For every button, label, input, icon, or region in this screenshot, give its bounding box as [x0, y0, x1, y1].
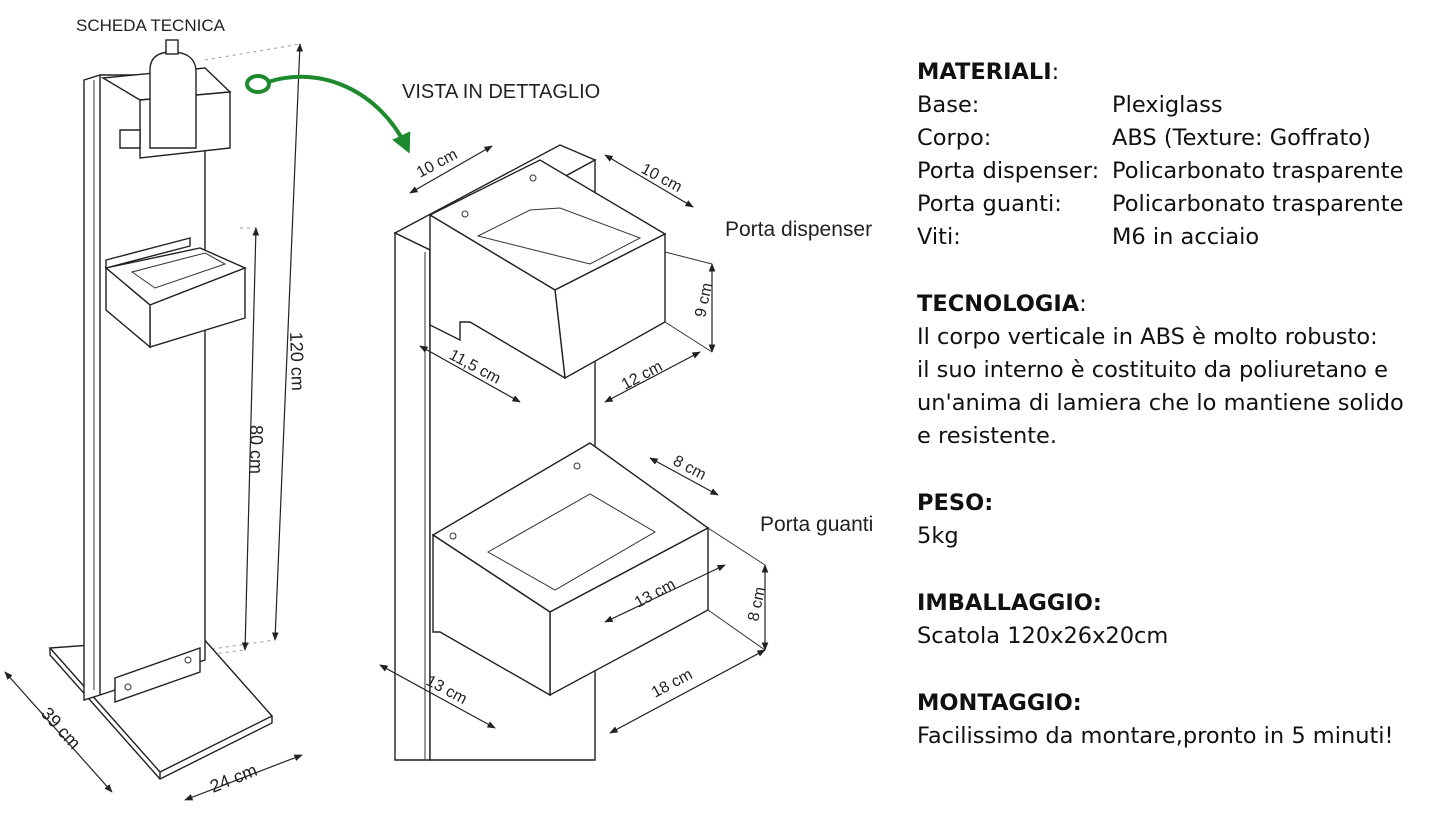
spec-value: Policarbonato trasparente — [1112, 191, 1404, 217]
heading-materiali: MATERIALI — [917, 59, 1052, 85]
peso-value: 5kg — [917, 523, 959, 549]
dim-disp-bottom-right: 12 cm — [619, 358, 665, 393]
heading-montaggio: MONTAGGIO: — [917, 690, 1082, 716]
dim-base-width: 24 cm — [207, 760, 260, 797]
section-peso: PESO: 5kg — [917, 487, 1417, 553]
spec-key: Base: — [917, 92, 980, 118]
heading-colon: : — [1051, 59, 1060, 85]
tecnologia-line: e resistente. — [917, 423, 1058, 449]
title-vista-dettaglio: VISTA IN DETTAGLIO — [402, 81, 600, 103]
spec-value: ABS (Texture: Goffrato) — [1112, 125, 1371, 151]
spec-key: Porta guanti: — [917, 191, 1062, 217]
heading-imballaggio: IMBALLAGGIO: — [917, 590, 1102, 616]
label-porta-dispenser: Porta dispenser — [725, 218, 872, 241]
heading-tecnologia: TECNOLOGIA — [917, 291, 1080, 317]
stand-overview: 120 cm 80 cm 39 cm 24 cm — [4, 39, 308, 801]
spec-key: Porta dispenser: — [917, 158, 1100, 184]
section-tecnologia: TECNOLOGIA: Il corpo verticale in ABS è … — [917, 288, 1417, 453]
dim-glove-bottom-right: 18 cm — [649, 666, 695, 701]
detail-callout-arrow — [245, 74, 411, 154]
dim-base-depth: 39 cm — [37, 703, 85, 753]
spec-value: Plexiglass — [1112, 92, 1223, 118]
spec-row: Porta guanti: Policarbonato trasparente — [917, 188, 1417, 221]
spec-row: Corpo: ABS (Texture: Goffrato) — [917, 122, 1417, 155]
spec-key: Viti: — [917, 224, 961, 250]
title-scheda-tecnica: SCHEDA TECNICA — [76, 16, 226, 35]
montaggio-value: Facilissimo da montare,pronto in 5 minut… — [917, 723, 1394, 749]
dim-glove-height: 80 cm — [246, 425, 266, 474]
specifications-panel: MATERIALI: Base: Plexiglass Corpo: ABS (Te… — [917, 56, 1417, 753]
tecnologia-line: Il corpo verticale in ABS è molto robust… — [917, 324, 1378, 350]
section-imballaggio: IMBALLAGGIO: Scatola 120x26x20cm — [917, 587, 1417, 653]
imballaggio-value: Scatola 120x26x20cm — [917, 623, 1169, 649]
heading-colon: : — [1079, 291, 1087, 317]
dim-disp-height: 9 cm — [692, 281, 716, 318]
spec-row: Viti: M6 in acciaio — [917, 221, 1417, 254]
spec-key: Corpo: — [917, 125, 992, 151]
dim-disp-top-right: 10 cm — [638, 161, 684, 196]
technical-drawing: SCHEDA TECNICA VISTA IN DETTAGLIO — [4, 16, 873, 801]
spec-value: Policarbonato trasparente — [1112, 158, 1404, 184]
tecnologia-line: un'anima di lamiera che lo mantiene soli… — [917, 390, 1404, 416]
spec-row: Base: Plexiglass — [917, 89, 1417, 122]
heading-peso: PESO: — [917, 490, 994, 516]
section-materiali: MATERIALI: Base: Plexiglass Corpo: ABS (Te… — [917, 56, 1417, 254]
detail-view: 10 cm 10 cm 9 cm 11,5 cm 12 cm 8 cm 13 c… — [379, 144, 769, 761]
dim-total-height: 120 cm — [286, 331, 308, 391]
spec-row: Porta dispenser: Policarbonato trasparent… — [917, 155, 1417, 188]
section-montaggio: MONTAGGIO: Facilissimo da montare,pronto… — [917, 687, 1417, 753]
label-porta-guanti: Porta guanti — [760, 513, 873, 536]
dim-disp-top-left: 10 cm — [414, 146, 460, 181]
tecnologia-line: il suo interno è costituito da poliureta… — [917, 357, 1389, 383]
spec-value: M6 in acciaio — [1112, 224, 1260, 250]
dim-glove-height: 8 cm — [745, 585, 769, 622]
